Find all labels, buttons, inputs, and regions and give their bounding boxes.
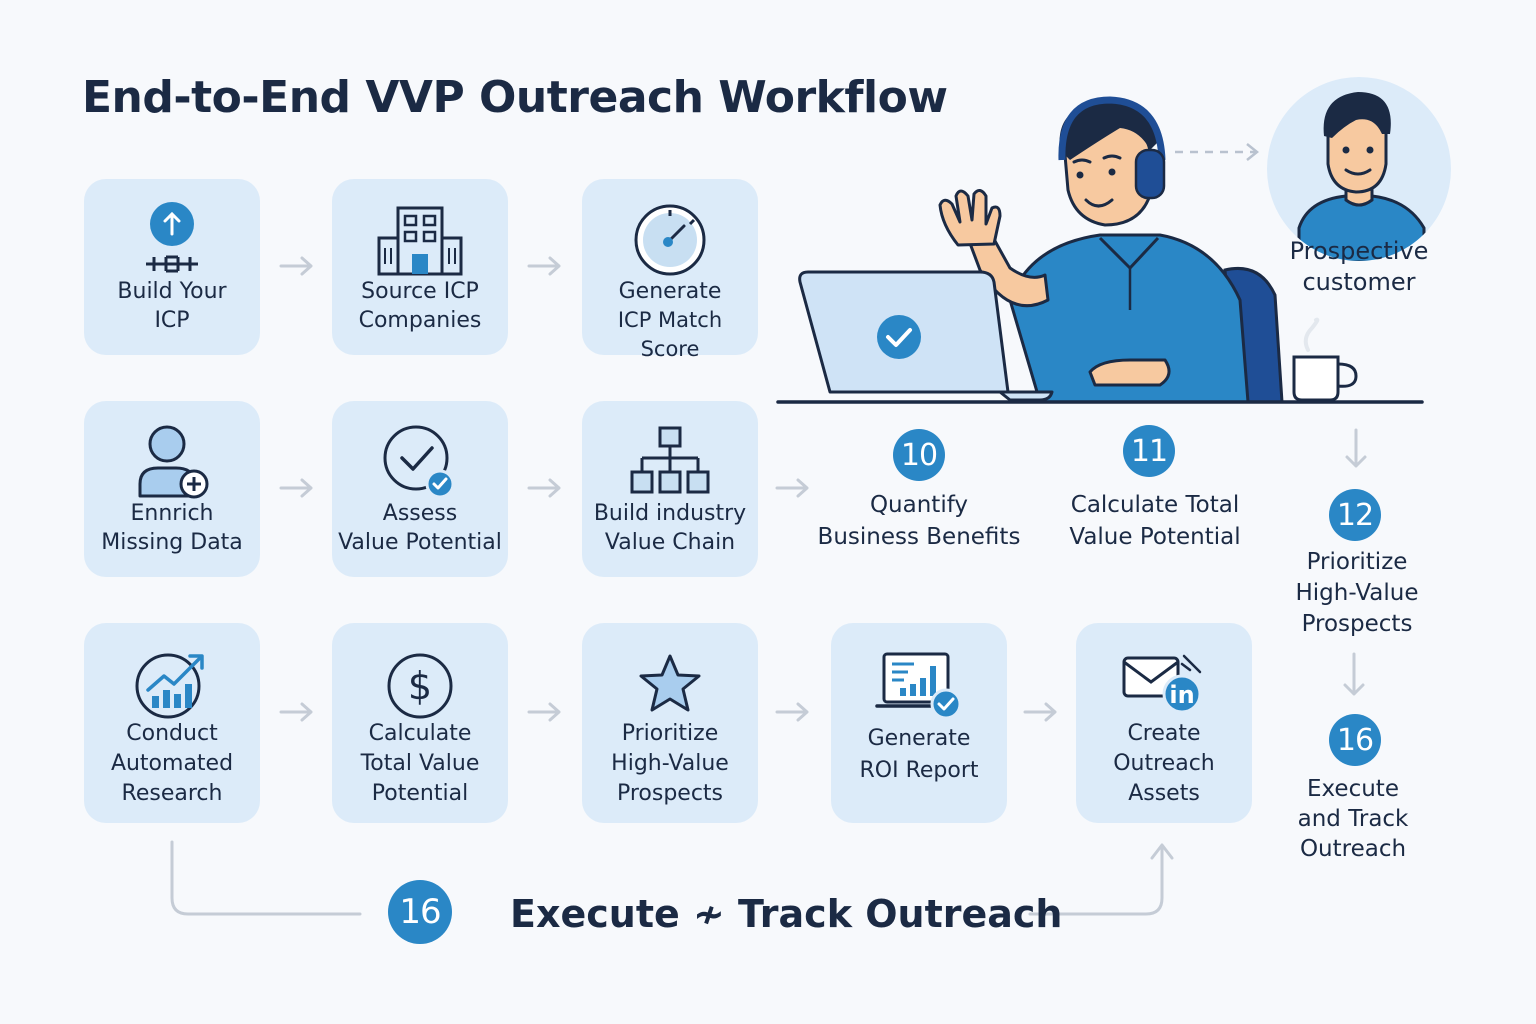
- svg-text:$: $: [408, 664, 432, 708]
- step-badge: 16: [1329, 714, 1381, 766]
- star-icon: [582, 637, 758, 727]
- step-card-automated-research[interactable]: Conduct Automated Research: [84, 623, 260, 823]
- step-label: Conduct: [126, 721, 218, 746]
- step-card-roi-report[interactable]: Generate ROI Report: [831, 623, 1007, 823]
- step-label: Outreach: [1113, 751, 1215, 776]
- arrow-right-icon: [279, 702, 313, 722]
- step-label: Generate: [618, 279, 722, 304]
- step-calculate-total-value: Calculate Total Value Potential: [1044, 489, 1266, 553]
- arrow-right-icon: [279, 478, 313, 498]
- svg-text:in: in: [1169, 681, 1194, 709]
- dollar-icon: $: [332, 637, 508, 727]
- step-label: Prioritize: [621, 721, 719, 746]
- prospect-label: Prospective customer: [1262, 236, 1456, 298]
- step-label: Prioritize: [1306, 549, 1408, 575]
- step-label: High-Value: [611, 751, 729, 776]
- report-icon: [831, 637, 1007, 727]
- support-agent-illustration: [776, 96, 1424, 404]
- arrow-right-icon: [1023, 702, 1057, 722]
- step-quantify-benefits: Quantify Business Benefits: [808, 489, 1030, 553]
- step-card-assess-value[interactable]: Assess Value Potential: [332, 401, 508, 577]
- step-label: and Track: [1297, 806, 1409, 832]
- step-label: ICP: [154, 308, 190, 333]
- step-label: Calculate: [368, 721, 472, 746]
- step-badge: 10: [893, 429, 945, 481]
- add-user-icon: [84, 417, 260, 507]
- step-label: Value Chain: [604, 530, 736, 555]
- execute-track-label: Execute ≁ Track Outreach: [510, 892, 1063, 936]
- arrow-down-icon: [1345, 428, 1367, 468]
- step-label: ICP Match Score: [617, 308, 723, 361]
- building-icon: [332, 195, 508, 285]
- step-label: Value Potential: [338, 530, 502, 555]
- step-label: Calculate Total: [1070, 492, 1240, 518]
- growth-chart-icon: [84, 637, 260, 727]
- step-label: Value Potential: [1069, 524, 1241, 550]
- step-label: Research: [121, 781, 223, 806]
- step-label: Assets: [1128, 781, 1200, 806]
- step-label: Source ICP: [361, 279, 479, 304]
- step-card-enrich-data[interactable]: Ennrich Missing Data: [84, 401, 260, 577]
- step-card-prioritize-prospects[interactable]: Prioritize High-Value Prospects: [582, 623, 758, 823]
- arrow-right-icon: [527, 256, 561, 276]
- step-label: Business Benefits: [817, 524, 1021, 550]
- arrow-right-icon: [527, 478, 561, 498]
- step-label: Automated: [110, 751, 234, 776]
- hierarchy-icon: [582, 417, 758, 507]
- arrow-right-icon: [527, 702, 561, 722]
- arrow-right-icon: [775, 702, 809, 722]
- prospect-label-line: Prospective: [1289, 237, 1429, 265]
- step-label: High-Value: [1295, 580, 1419, 606]
- prospect-avatar: [1267, 77, 1451, 261]
- step-card-total-value[interactable]: $ Calculate Total Value Potential: [332, 623, 508, 823]
- prospect-label-line: customer: [1302, 268, 1416, 296]
- upload-arrow-icon: [84, 195, 260, 285]
- step-label: Build Your: [117, 279, 227, 304]
- gauge-icon: [582, 195, 758, 285]
- step-label: Outreach: [1299, 836, 1407, 862]
- step-badge: 16: [388, 880, 452, 944]
- step-label: Prospects: [1301, 611, 1413, 637]
- email-linkedin-icon: in: [1076, 637, 1252, 727]
- step-label: Missing Data: [101, 530, 243, 555]
- step-label: ROI Report: [859, 758, 979, 783]
- step-label: Generate: [867, 726, 971, 751]
- step-label: Execute: [1307, 776, 1399, 802]
- arrow-down-icon: [1343, 652, 1365, 696]
- page-title: End-to-End VVP Outreach Workflow: [82, 72, 948, 123]
- loop-connector: [170, 840, 1174, 916]
- step-label: Create: [1127, 721, 1201, 746]
- step-card-icp-match-score[interactable]: Generate ICP Match Score: [582, 179, 758, 361]
- step-label: Prospects: [616, 781, 724, 806]
- check-circle-icon: [332, 417, 508, 507]
- step-card-build-icp[interactable]: Build Your ICP: [84, 179, 260, 355]
- step-badge: 12: [1329, 489, 1381, 541]
- step-label: Companies: [358, 308, 482, 333]
- step-card-outreach-assets[interactable]: in Create Outreach Assets: [1076, 623, 1252, 823]
- step-label: Quantify: [869, 492, 969, 518]
- step-card-value-chain[interactable]: Build industry Value Chain: [582, 401, 758, 577]
- arrow-right-icon: [279, 256, 313, 276]
- step-prioritize-prospects: Prioritize High-Value Prospects: [1262, 547, 1452, 640]
- step-label: Assess: [382, 501, 458, 526]
- arrow-right-icon: [775, 478, 809, 498]
- step-execute-track: Execute and Track Outreach: [1258, 774, 1448, 864]
- step-label: Total Value: [360, 751, 480, 776]
- step-card-source-icp[interactable]: Source ICP Companies: [332, 179, 508, 355]
- step-label: Ennrich: [130, 501, 214, 526]
- step-badge: 11: [1123, 425, 1175, 477]
- step-label: Potential: [371, 781, 469, 806]
- step-label: Build industry: [593, 501, 747, 526]
